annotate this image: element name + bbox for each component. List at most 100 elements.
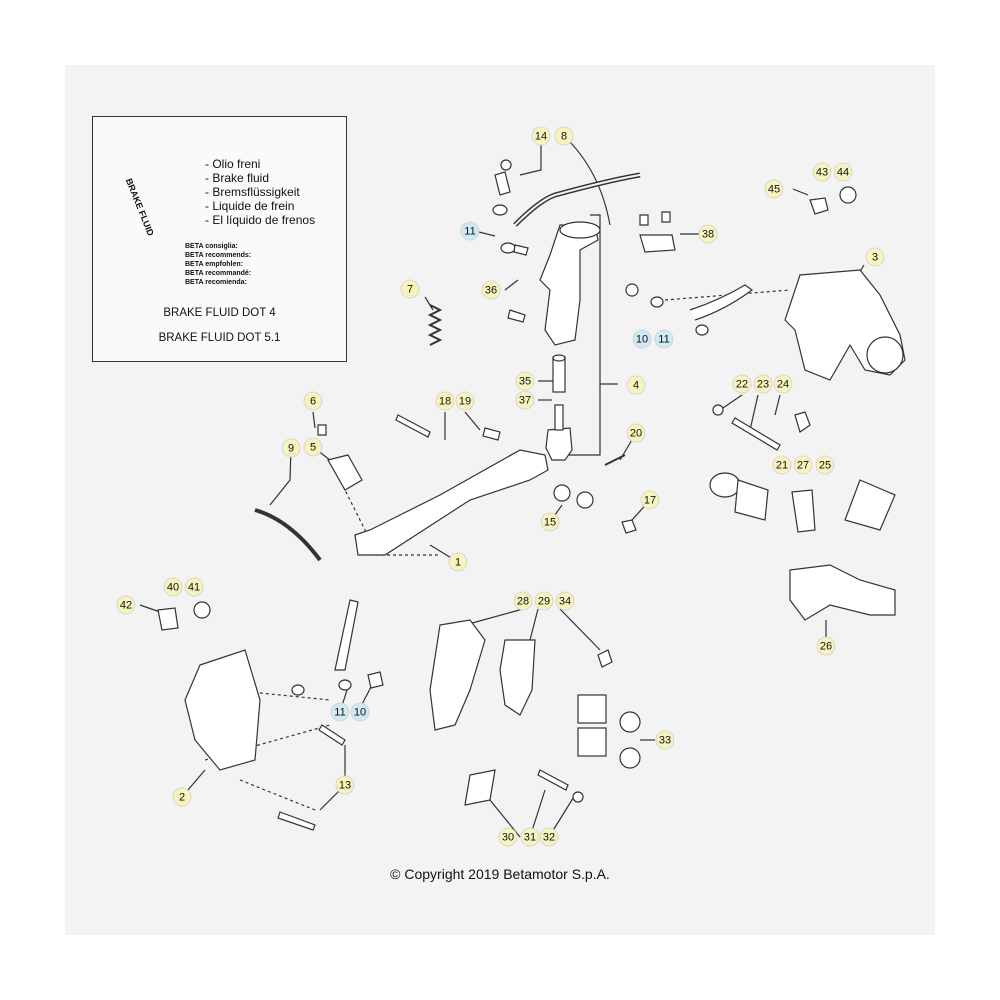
cap-part	[572, 791, 584, 803]
callout-4: 4	[626, 375, 646, 395]
spring-part	[427, 304, 443, 346]
plug-part	[839, 186, 857, 204]
callout-number: 8	[561, 131, 567, 143]
assembly-line	[229, 689, 331, 701]
callout-badge	[515, 371, 535, 391]
callout-44: 44	[833, 162, 853, 182]
callout-31: 31	[520, 827, 540, 847]
callout-number: 19	[459, 396, 471, 408]
callout-badge	[335, 775, 355, 795]
fluid-line: - Brake fluid	[205, 171, 270, 185]
callout-number: 11	[464, 226, 475, 238]
bleeder-part	[794, 411, 811, 433]
callout-number: 27	[797, 460, 809, 472]
bracket-part	[789, 564, 896, 621]
callout-14: 14	[531, 126, 551, 146]
callout-badge	[520, 827, 540, 847]
callout-number: 17	[644, 495, 656, 507]
callout-number: 34	[559, 596, 571, 608]
callout-number: 10	[354, 707, 366, 719]
callout-32: 32	[539, 827, 559, 847]
callout-27: 27	[793, 455, 813, 475]
callout-number: 42	[120, 600, 132, 612]
plug-part	[193, 601, 211, 619]
callout-badge	[350, 702, 370, 722]
callout-badge	[772, 455, 792, 475]
callout-23: 23	[753, 374, 773, 394]
callout-1: 1	[448, 552, 468, 572]
callout-number: 11	[658, 334, 669, 346]
callout-36: 36	[481, 280, 501, 300]
pushrod-part	[552, 354, 566, 362]
callout-number: 35	[519, 376, 531, 388]
piston-part	[577, 694, 607, 724]
callout-badge	[816, 636, 836, 656]
callout-number: 2	[179, 792, 185, 804]
leader-line	[719, 394, 743, 411]
callout-number: 30	[502, 832, 514, 844]
callout-number: 29	[538, 596, 550, 608]
fluid-line: - Liquide de frein	[205, 199, 295, 213]
callout-18: 18	[435, 391, 455, 411]
callout-badge	[481, 280, 501, 300]
callout-badge	[698, 224, 718, 244]
callout-number: 1	[455, 557, 461, 569]
callout-number: 38	[702, 229, 714, 241]
bolt-part	[317, 424, 327, 436]
piston-part	[734, 479, 769, 521]
brake-fluid-dot51: BRAKE FLUID DOT 5.1	[158, 332, 281, 344]
bushing-part	[576, 491, 594, 509]
callout-badge	[626, 423, 646, 443]
callout-2: 2	[172, 787, 192, 807]
recommends-line: BETA recommandé:	[185, 270, 252, 277]
plug-part	[809, 197, 829, 215]
callout-30: 30	[498, 827, 518, 847]
callout-9: 9	[281, 438, 301, 458]
bleeder-part	[367, 671, 384, 689]
callout-29: 29	[534, 591, 554, 611]
brake-pedal-part	[354, 449, 549, 556]
leader-line	[464, 608, 524, 626]
callout-11: 11	[654, 329, 674, 349]
callout-number: 14	[535, 131, 547, 143]
callout-badge	[793, 455, 813, 475]
callout-badge	[400, 279, 420, 299]
bleeder-part	[597, 649, 613, 668]
callout-28: 28	[513, 591, 533, 611]
callout-number: 36	[485, 285, 497, 297]
washer-part	[338, 679, 352, 691]
callout-number: 3	[872, 252, 878, 264]
callout-number: 24	[777, 379, 789, 391]
cotter-part	[604, 454, 626, 466]
callout-17: 17	[640, 490, 660, 510]
brake-hose-part	[689, 284, 754, 321]
can-label: BRAKE FLUID	[123, 177, 156, 238]
banjo-part	[494, 171, 511, 196]
bolt-part	[277, 811, 316, 831]
callout-badge	[773, 374, 793, 394]
cap-part	[639, 234, 676, 253]
spring-clip-part	[791, 489, 816, 533]
front-caliper-part	[184, 649, 261, 771]
callout-number: 21	[776, 460, 788, 472]
callout-number: 6	[310, 396, 316, 408]
callout-11: 11	[460, 221, 480, 241]
banjo-part	[500, 159, 512, 171]
callout-number: 11	[334, 707, 345, 719]
bushing-part	[553, 484, 571, 502]
callout-number: 5	[310, 442, 316, 454]
callout-37: 37	[515, 390, 535, 410]
callout-number: 4	[633, 380, 639, 392]
callout-38: 38	[698, 224, 718, 244]
recommends-line: BETA consiglia:	[185, 243, 238, 250]
callout-5: 5	[303, 437, 323, 457]
callout-7: 7	[400, 279, 420, 299]
callout-badge	[116, 595, 136, 615]
callout-20: 20	[626, 423, 646, 443]
callout-badge	[753, 374, 773, 394]
callout-badge	[865, 247, 885, 267]
callout-badge	[654, 329, 674, 349]
fluid-line: - Olio freni	[205, 157, 261, 171]
callout-badge	[833, 162, 853, 182]
callout-40: 40	[163, 577, 183, 597]
